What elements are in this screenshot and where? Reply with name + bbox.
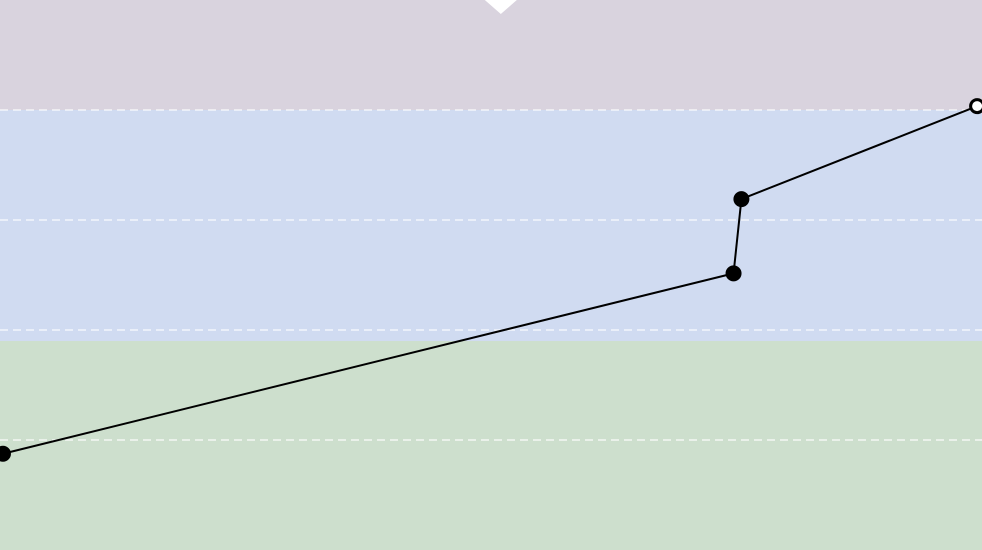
data-point-1 [725, 265, 742, 282]
band-2 [0, 0, 982, 110]
data-point-3 [969, 98, 982, 115]
data-point-0 [0, 445, 11, 462]
band-0 [0, 341, 982, 550]
data-point-2 [733, 191, 750, 208]
top-triangle-marker [484, 0, 517, 14]
series-line-0 [2, 105, 978, 455]
series-layer [0, 98, 982, 462]
gridlines [0, 109, 982, 441]
band-1 [0, 110, 982, 341]
top-marker-layer [484, 0, 517, 14]
